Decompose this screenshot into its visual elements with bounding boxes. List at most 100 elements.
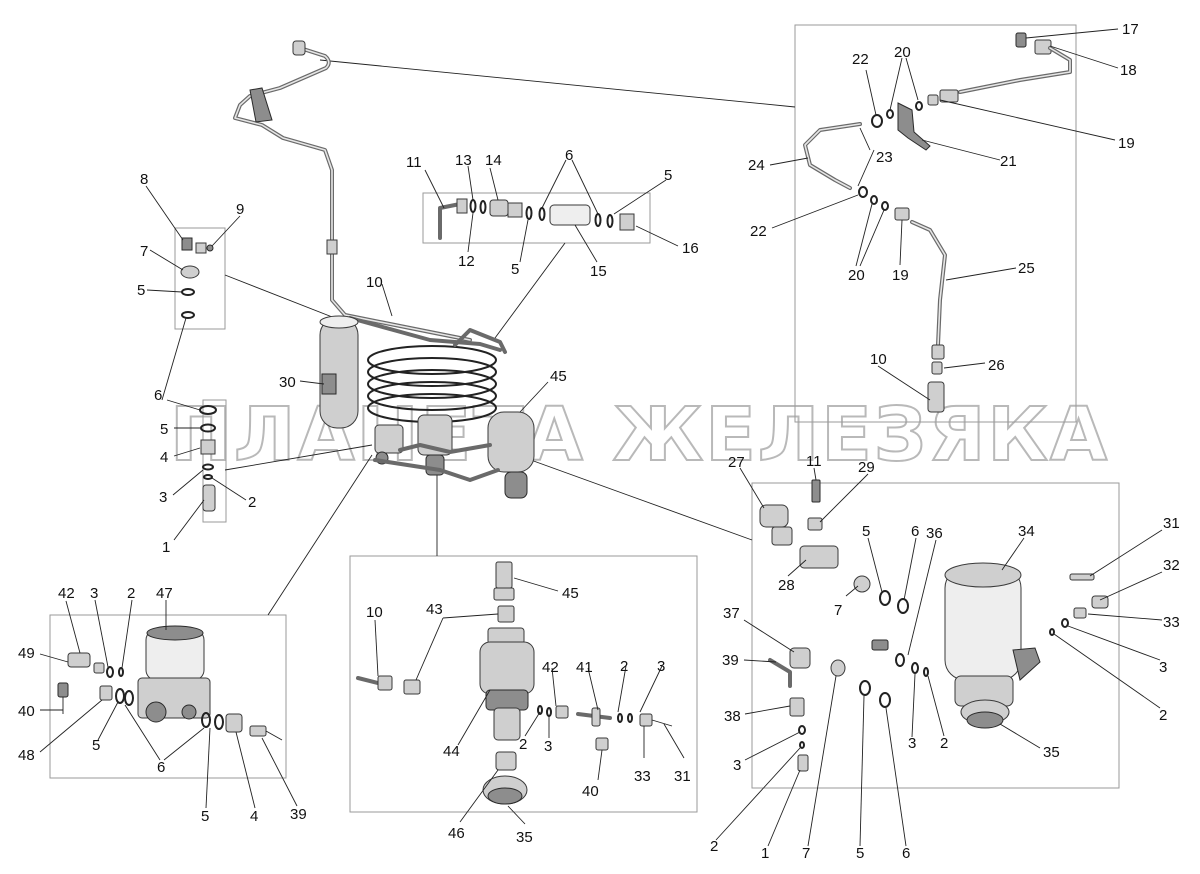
callout-1: 1 [761, 845, 769, 862]
callout-7: 7 [140, 243, 148, 260]
callout-6: 6 [157, 759, 165, 776]
callout-11: 11 [406, 154, 422, 171]
callout-22: 22 [750, 223, 767, 240]
separator-assembly-parts [356, 561, 673, 805]
callout-43: 43 [426, 601, 443, 618]
callout-4: 4 [250, 808, 258, 825]
callout-45: 45 [562, 585, 579, 602]
callout-3: 3 [90, 585, 98, 602]
callout-5: 5 [137, 282, 145, 299]
callout-18: 18 [1120, 62, 1137, 79]
callout-42: 42 [542, 659, 559, 676]
callout-40: 40 [582, 783, 599, 800]
callout-5: 5 [92, 737, 100, 754]
callout-38: 38 [724, 708, 741, 725]
callout-8: 8 [140, 171, 148, 188]
frame-fitting-set [174, 227, 226, 330]
callout-35: 35 [516, 829, 533, 846]
callout-1: 1 [162, 539, 170, 556]
callout-19: 19 [892, 267, 909, 284]
callout-5: 5 [201, 808, 209, 825]
callout-33: 33 [634, 768, 651, 785]
callout-6: 6 [911, 523, 919, 540]
callout-10: 10 [366, 274, 383, 291]
frame-tube-set [422, 192, 651, 244]
callout-32: 32 [1163, 557, 1180, 574]
callout-5: 5 [664, 167, 672, 184]
callout-49: 49 [18, 645, 35, 662]
callout-2: 2 [127, 585, 135, 602]
callout-3: 3 [544, 738, 552, 755]
callout-5: 5 [856, 845, 864, 862]
tube-set-parts [438, 198, 635, 240]
frame-filter-assembly [751, 482, 1120, 789]
callout-19: 19 [1118, 135, 1135, 152]
callout-30: 30 [279, 374, 296, 391]
callout-2: 2 [710, 838, 718, 855]
callout-33: 33 [1163, 614, 1180, 631]
callout-5: 5 [862, 523, 870, 540]
callout-35: 35 [1043, 744, 1060, 761]
frame-filter-head [49, 614, 287, 779]
frame-separator-assembly [349, 555, 698, 813]
pipe-kit-parts [803, 32, 1072, 413]
callout-34: 34 [1018, 523, 1035, 540]
callout-41: 41 [576, 659, 593, 676]
callout-47: 47 [156, 585, 173, 602]
callout-6: 6 [902, 845, 910, 862]
callout-6: 6 [565, 147, 573, 164]
callout-2: 2 [248, 494, 256, 511]
main-assembly [233, 40, 535, 499]
filter-assembly-parts [759, 479, 1109, 772]
callout-15: 15 [590, 263, 607, 280]
callout-labels: 8 9 7 5 6 5 4 3 2 1 10 30 45 11 13 14 6 … [18, 21, 1180, 862]
callout-2: 2 [519, 736, 527, 753]
callout-2: 2 [940, 735, 948, 752]
callout-5: 5 [511, 261, 519, 278]
callout-3: 3 [908, 735, 916, 752]
leader-lines [39, 28, 1163, 847]
callout-36: 36 [926, 525, 943, 542]
callout-48: 48 [18, 747, 35, 764]
callout-3: 3 [159, 489, 167, 506]
callout-45: 45 [550, 368, 567, 385]
callout-23: 23 [876, 149, 893, 166]
callout-25: 25 [1018, 260, 1035, 277]
callout-26: 26 [988, 357, 1005, 374]
callout-39: 39 [290, 806, 307, 823]
callout-40: 40 [18, 703, 35, 720]
callout-4: 4 [160, 449, 168, 466]
callout-5: 5 [160, 421, 168, 438]
callout-16: 16 [682, 240, 699, 257]
callout-13: 13 [455, 152, 472, 169]
callout-17: 17 [1122, 21, 1139, 38]
callout-28: 28 [778, 577, 795, 594]
frame-connector-set [202, 399, 227, 523]
callout-21: 21 [1000, 153, 1017, 170]
callout-3: 3 [657, 658, 665, 675]
fitting-set-parts [180, 237, 214, 319]
filter-head-parts [57, 625, 283, 741]
frame-pipe-kit [794, 24, 1077, 423]
callout-39: 39 [722, 652, 739, 669]
callout-24: 24 [748, 157, 765, 174]
watermark: ПЛАНЕТА ЖЕЛЕЗЯКА [170, 392, 1109, 478]
callout-22: 22 [852, 51, 869, 68]
frame-link-lines [224, 59, 796, 616]
callout-2: 2 [1159, 707, 1167, 724]
callout-7: 7 [834, 602, 842, 619]
connector-set-parts [199, 405, 217, 512]
callout-44: 44 [443, 743, 460, 760]
callout-46: 46 [448, 825, 465, 842]
callout-10: 10 [366, 604, 383, 621]
callout-37: 37 [723, 605, 740, 622]
callout-31: 31 [1163, 515, 1180, 532]
callout-3: 3 [1159, 659, 1167, 676]
callout-3: 3 [733, 757, 741, 774]
callout-11: 11 [806, 453, 822, 470]
callout-2: 2 [620, 658, 628, 675]
callout-31: 31 [674, 768, 691, 785]
callout-14: 14 [485, 152, 502, 169]
callout-27: 27 [728, 454, 745, 471]
